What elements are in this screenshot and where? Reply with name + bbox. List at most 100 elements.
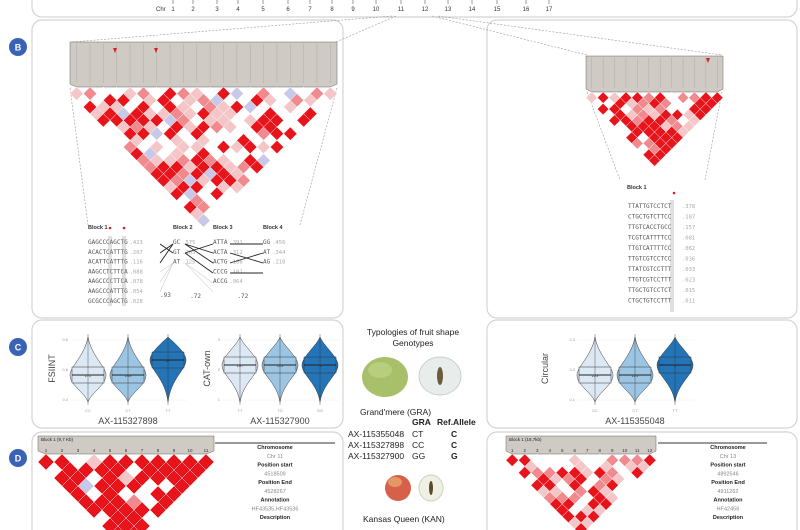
haplotype-frequency: .062 [682, 246, 695, 252]
col-genotype-header: GRA [412, 417, 431, 427]
marker-number: 5 [109, 448, 112, 453]
panel-label-c-text: C [15, 343, 22, 353]
haplotype-connector [184, 262, 214, 293]
info-key: Position start [710, 463, 745, 469]
group-count: 143 [125, 373, 132, 378]
haplotype-sequence: CTGCTGTCCTTT [628, 298, 672, 305]
block-title: Block 1 [627, 185, 647, 191]
haplotype-sequence: GG [263, 239, 271, 246]
block-title: Block 3 [213, 225, 233, 231]
chromosome-label: 12 [422, 7, 429, 13]
haplotype-sequence: ACTG [213, 259, 228, 266]
marker-number: 11 [635, 448, 640, 453]
genotypes-title: Genotypes [392, 338, 433, 348]
haplotype-frequency: .101 [229, 269, 242, 275]
chromosome-label: 14 [469, 7, 476, 13]
haplotype-connector [229, 252, 264, 264]
haplotype-frequency: .312 [229, 250, 242, 256]
ref-allele-value: C [451, 440, 457, 450]
haplotype-frequency: .015 [682, 288, 695, 294]
genotype-value: GG [412, 451, 425, 461]
haplotype-sequence: AAGCCCCTTCA [88, 278, 128, 285]
haplotype-sequence: TTGTCATTTTCC [628, 245, 672, 252]
marker-number: 11 [204, 448, 209, 453]
block-size-label: Block 1 (18,7kb) [509, 437, 542, 442]
genotype-value: CC [412, 440, 424, 450]
tag-snp-highlight [122, 236, 126, 306]
haplotype-sequence: TTGTCGTCCTTT [628, 277, 672, 284]
haplotype-connector [159, 262, 174, 283]
apple-core [437, 367, 443, 385]
haplotype-sequence: TTGTCACCTGCC [628, 224, 672, 231]
y-tick-label: 0.6 [62, 367, 68, 372]
fruit-typologies: Typologies of fruit shape Genotypes Gran… [348, 327, 476, 524]
haplotype-sequence: CCCG [213, 268, 228, 275]
x-tick-label: GG [317, 408, 323, 413]
block-title: Block 2 [173, 225, 193, 231]
snp-arrow-icon [113, 48, 117, 53]
violin-x-label: AX-115355048 [605, 416, 664, 426]
marker-number: 6 [125, 448, 128, 453]
haplotype-frequency: .125 [182, 260, 195, 266]
info-value: HF43535,HF43536 [252, 507, 299, 513]
ld-heatmap-b-right [585, 55, 724, 167]
haplotype-frequency: .036 [682, 257, 695, 263]
haplotype-sequence: ACTA [213, 249, 228, 256]
marker-number: 5 [561, 448, 564, 453]
haplotype-connector [159, 243, 174, 264]
haplotype-frequency: .187 [682, 215, 695, 221]
marker-number: 10 [187, 448, 193, 453]
panel-label-c: C [9, 338, 27, 356]
violin-x-label: AX-115327900 [250, 416, 309, 426]
chromosome-label: 13 [445, 7, 452, 13]
snp-arrow-icon [706, 58, 710, 63]
genotype-value: CT [412, 429, 423, 439]
y-tick-label: 0.1 [569, 397, 575, 402]
haplotype-sequence: ATTA [213, 239, 228, 246]
info-key: Chromosome [257, 445, 292, 451]
info-key: Position End [711, 480, 745, 486]
marker-number: 9 [611, 448, 614, 453]
group-count: 121 [632, 373, 639, 378]
x-tick-label: CC [592, 408, 598, 413]
x-tick-label: TT [238, 408, 243, 413]
violin-y-label: Circular [540, 353, 550, 384]
haplotype-frequency: .207 [130, 250, 143, 256]
haplotype-frequency: .391 [229, 240, 242, 246]
group-count: 115 [277, 363, 284, 368]
haplotype-frequency: .344 [272, 250, 286, 256]
chromosome-label: 10 [373, 7, 380, 13]
group-count: 107 [237, 363, 244, 368]
snp-marker-icon [672, 191, 676, 195]
info-key: Position start [257, 463, 292, 469]
group-count: 172 [85, 373, 92, 378]
ld-cell [101, 517, 119, 530]
y-tick-label: 3 [218, 337, 221, 342]
snp-marker-icon [108, 226, 112, 230]
marker-number: 1 [511, 448, 514, 453]
multiallelic-d-value: .72 [190, 293, 201, 300]
haplotype-frequency: .054 [130, 289, 144, 295]
haplotype-sequence: ACCG [213, 278, 228, 285]
haplotype-frequency: .064 [229, 279, 243, 285]
panel-label-b-text: B [15, 43, 22, 53]
marker-number: 2 [61, 448, 64, 453]
info-key: Position End [258, 480, 292, 486]
marker-name: AX-115327900 [348, 451, 404, 461]
chromosome-label: 3 [215, 7, 219, 13]
haplotype-frequency: .186 [229, 260, 242, 266]
group-count: 8 [674, 363, 677, 368]
marker-number: 3 [536, 448, 539, 453]
haplotype-sequence: TCGTCATTTTCC [628, 235, 672, 242]
ld-cell [574, 522, 588, 530]
marker-number: 2 [523, 448, 526, 453]
haplotype-frequency: .011 [682, 299, 695, 305]
ld-cell [133, 517, 151, 530]
ref-allele-value: C [451, 429, 457, 439]
haplotype-sequence: AAGCCTCTTCA [88, 268, 128, 275]
haplotype-sequence: TTGTCGTCCTCC [628, 256, 672, 263]
marker-name: AX-115327898 [348, 440, 404, 450]
col-ref-header: Ref.Allele [437, 417, 476, 427]
